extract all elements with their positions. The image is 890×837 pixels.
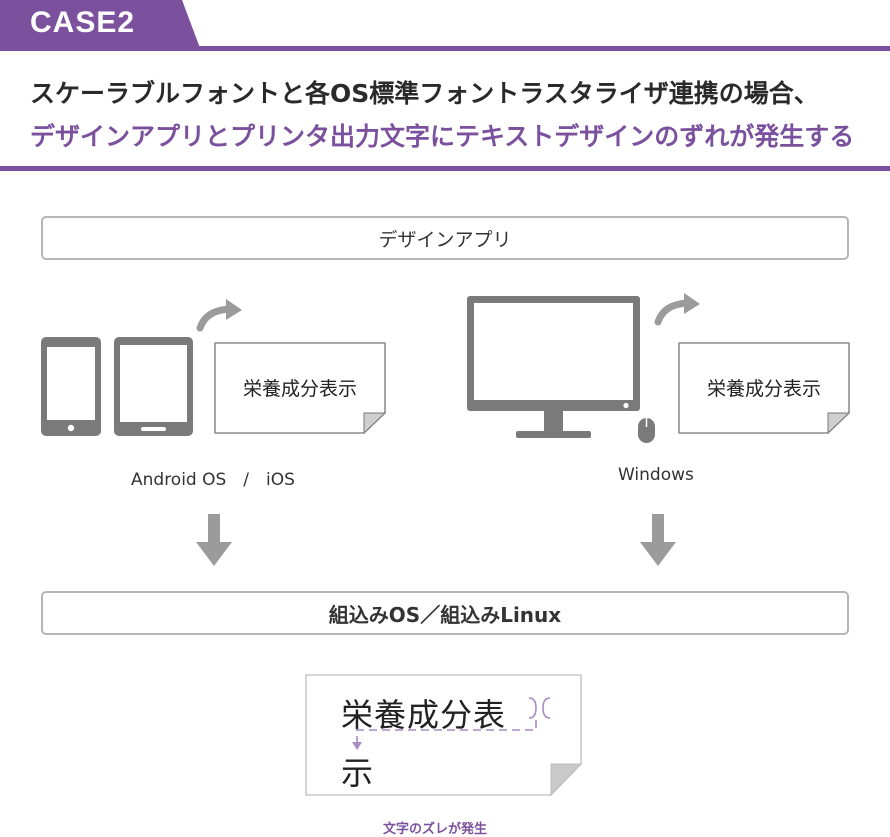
mobile-devices-icon: [41, 337, 193, 436]
result-text-line-2: 示: [341, 754, 374, 792]
result-text-line-1: 栄養成分表: [341, 696, 507, 734]
output-note-left: 栄養成分表示: [214, 342, 386, 434]
shift-caption: 文字のズレが発生: [383, 822, 488, 837]
curved-arrow-icon: [196, 299, 242, 332]
folded-paper-shape: [678, 342, 850, 434]
folded-paper-shape: [214, 342, 386, 434]
embedded-os-box: 組込みOS／組込みLinux: [41, 591, 849, 635]
top-divider: [0, 46, 890, 51]
android-ios-label: Android OS / iOS: [131, 470, 295, 490]
result-note: 栄養成分表 示: [305, 674, 582, 796]
design-app-label: デザインアプリ: [378, 228, 512, 251]
heading-line-1: スケーラブルフォントと各OS標準フォントラスタライザ連携の場合、: [30, 79, 819, 108]
embedded-os-label: 組込みOS／組込みLinux: [328, 602, 562, 627]
mouse-icon: [638, 418, 655, 443]
shift-indicator-icon: [352, 697, 551, 750]
case-label: CASE2: [30, 6, 136, 39]
windows-label: Windows: [618, 465, 694, 485]
curved-arrow-icon: [654, 293, 700, 326]
design-app-box: デザインアプリ: [41, 216, 849, 260]
heading-divider: [0, 166, 890, 171]
down-arrow-icon: [640, 514, 676, 566]
down-arrow-icon: [196, 514, 232, 566]
case-tab: [0, 0, 200, 48]
heading-line-2: デザインアプリとプリンタ出力文字にテキストデザインのずれが発生する: [30, 122, 855, 151]
note-text-right: 栄養成分表示: [706, 378, 821, 400]
output-note-right: 栄養成分表示: [678, 342, 850, 434]
case-tab-shape: [0, 0, 200, 48]
desktop-monitor-icon: [467, 296, 655, 443]
folded-paper-shape: [305, 674, 582, 796]
note-text-left: 栄養成分表示: [242, 378, 357, 400]
